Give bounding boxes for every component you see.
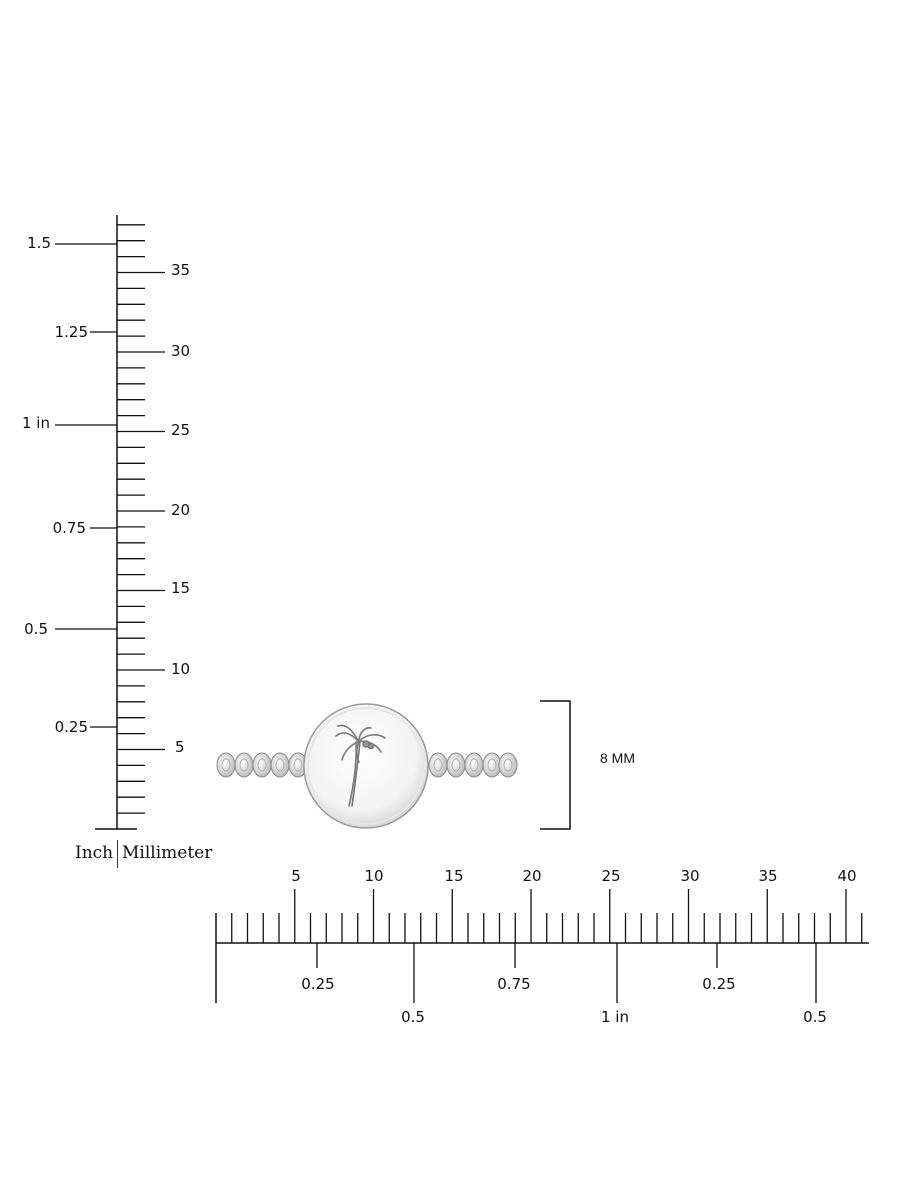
- ring-bead-highlight: [275, 758, 285, 772]
- horizontal-inch-ticks: [316, 943, 817, 1003]
- size-bracket: [540, 700, 571, 830]
- ring-band-right: [428, 752, 518, 778]
- ring-band-left: [216, 752, 308, 778]
- h-inch-label-3: 1 in: [601, 1008, 629, 1026]
- ring-bead-highlight: [221, 758, 231, 772]
- axis-title-millimeter: Millimeter: [122, 843, 213, 863]
- ring-bead: [234, 752, 254, 778]
- vertical-inch-ticks: [55, 243, 117, 728]
- ring-bead-highlight: [451, 758, 461, 772]
- h-inch-label-4: 0.25: [702, 975, 736, 993]
- v-mm-label-0: 5: [175, 738, 185, 756]
- axis-title-inch: Inch: [75, 843, 114, 863]
- v-mm-label-1: 10: [171, 660, 191, 678]
- ring-bead: [464, 752, 484, 778]
- ring-bead-highlight: [257, 758, 267, 772]
- size-annotation: 8 MM: [600, 750, 635, 766]
- h-mm-label-1: 10: [364, 867, 384, 885]
- ring-bead: [252, 752, 272, 778]
- h-mm-label-7: 40: [837, 867, 857, 885]
- vertical-mm-ticks: [117, 224, 165, 814]
- v-inch-label-0: 0.25: [54, 718, 88, 736]
- ring-disc: [303, 703, 429, 829]
- v-mm-label-3: 20: [171, 501, 191, 519]
- ring-bead-highlight: [469, 758, 479, 772]
- ring-illustration: [216, 703, 518, 829]
- h-mm-label-6: 35: [758, 867, 778, 885]
- ring-bead-highlight: [293, 758, 303, 772]
- v-mm-label-6: 35: [171, 261, 191, 279]
- ring-bead: [446, 752, 466, 778]
- ring-bead-highlight: [487, 758, 497, 772]
- h-mm-label-0: 5: [291, 867, 301, 885]
- h-inch-label-1: 0.5: [401, 1008, 425, 1026]
- ring-bead-highlight: [503, 758, 513, 772]
- v-inch-label-4: 1.25: [54, 323, 88, 341]
- v-inch-label-3: 1 in: [22, 414, 50, 432]
- ring-bead: [270, 752, 290, 778]
- v-mm-label-5: 30: [171, 342, 191, 360]
- h-mm-label-3: 20: [522, 867, 542, 885]
- ring-bead: [498, 752, 518, 778]
- h-mm-label-5: 30: [680, 867, 700, 885]
- v-inch-label-2: 0.75: [52, 519, 86, 537]
- ring-bead: [216, 752, 236, 778]
- h-inch-label-2: 0.75: [497, 975, 531, 993]
- axis-title-divider: [117, 840, 118, 868]
- v-mm-label-2: 15: [171, 579, 191, 597]
- horizontal-mm-ticks: [231, 889, 863, 943]
- ring-bead: [428, 752, 448, 778]
- h-inch-label-0: 0.25: [301, 975, 335, 993]
- h-inch-label-5: 0.5: [803, 1008, 827, 1026]
- ring-bead-highlight: [239, 758, 249, 772]
- palm-tree-icon: [335, 724, 386, 807]
- ring-bead: [482, 752, 502, 778]
- v-inch-label-1: 0.5: [24, 620, 48, 638]
- v-mm-label-4: 25: [171, 421, 191, 439]
- h-mm-label-2: 15: [444, 867, 464, 885]
- h-mm-label-4: 25: [601, 867, 621, 885]
- v-inch-label-5: 1.5: [27, 234, 51, 252]
- ring-bead-highlight: [433, 758, 443, 772]
